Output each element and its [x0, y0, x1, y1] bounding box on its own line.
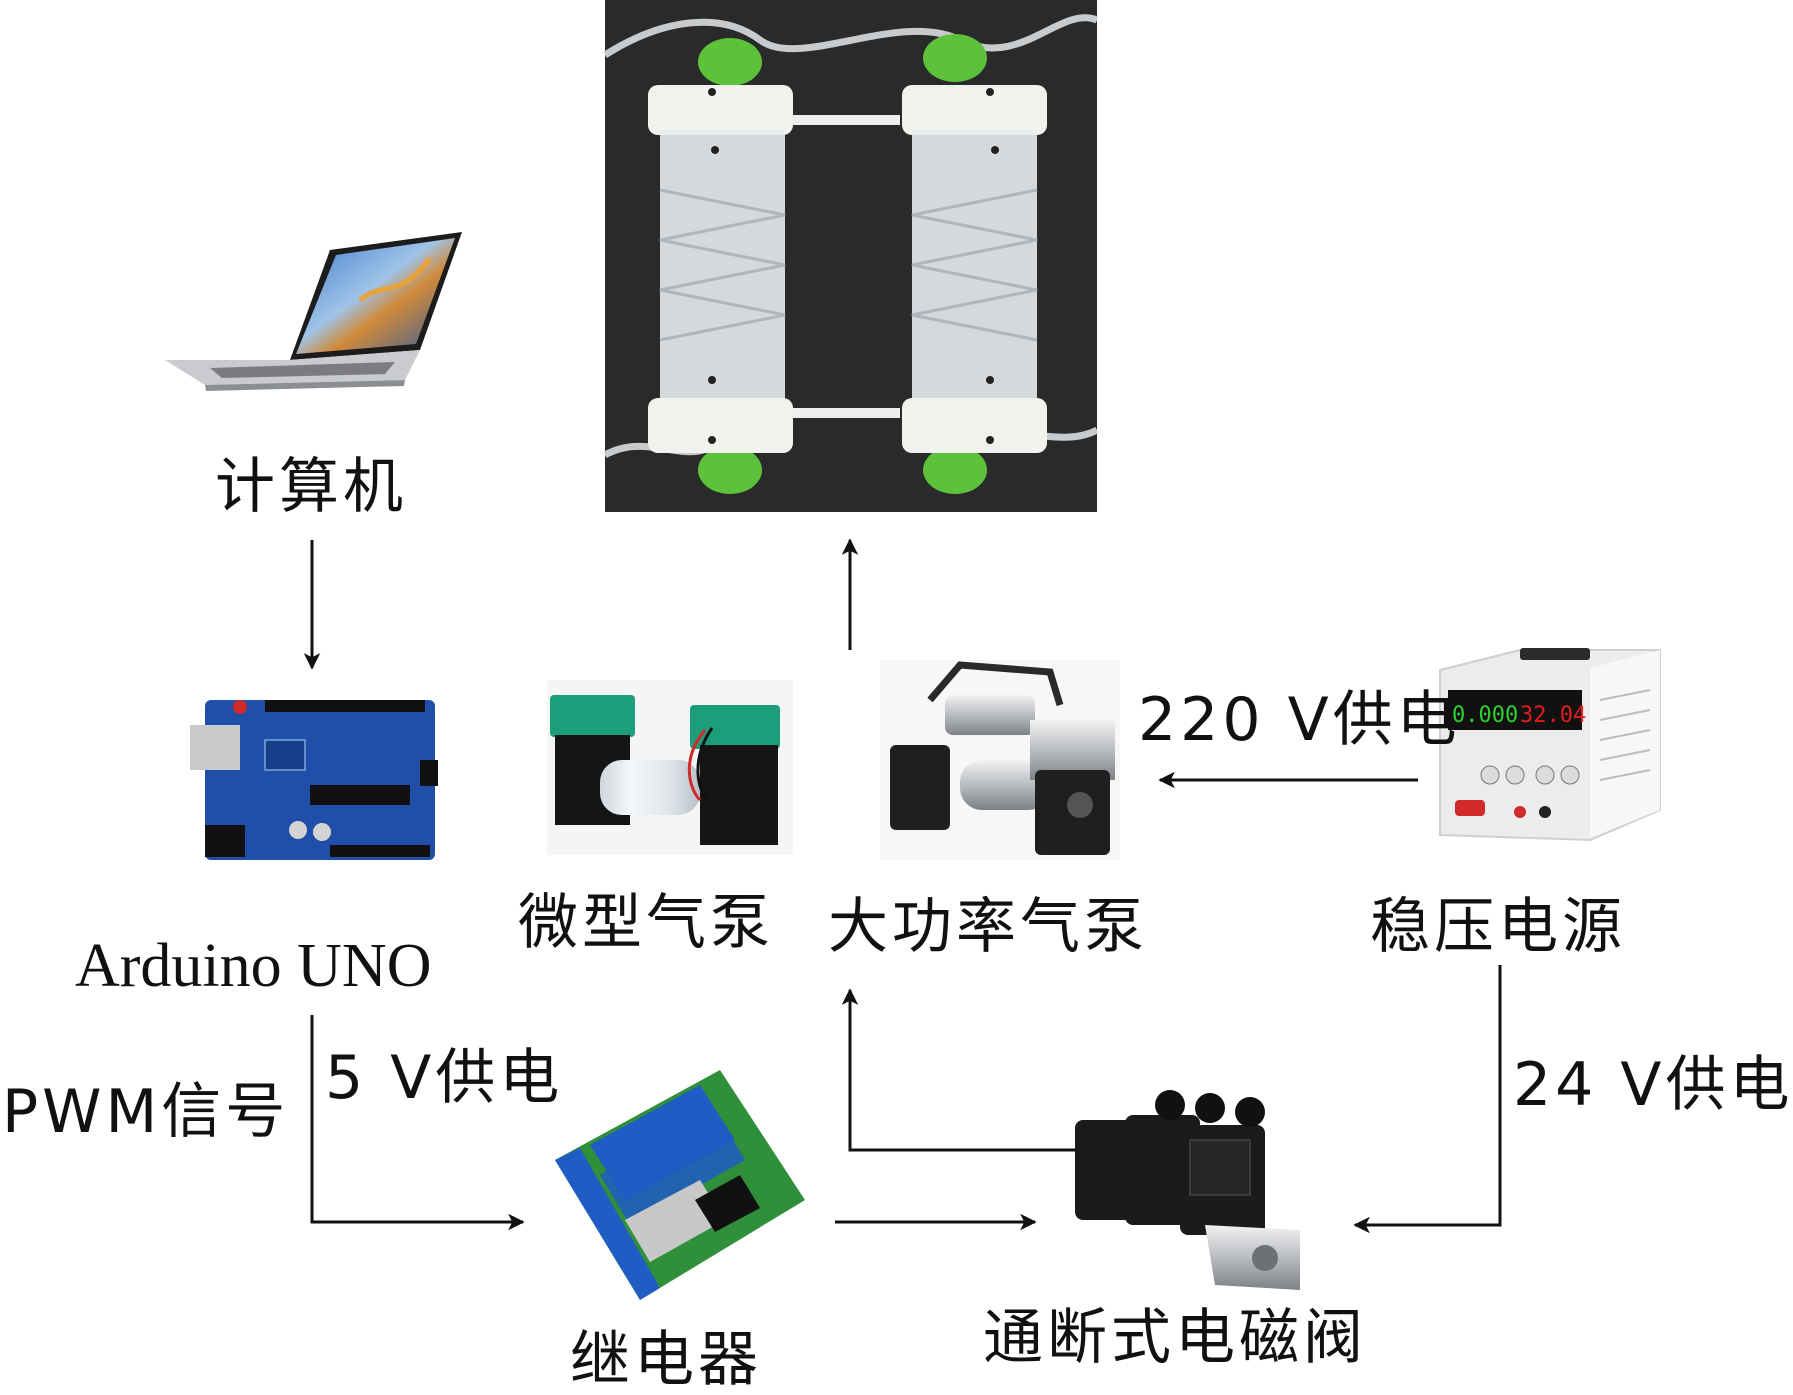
supply-5v-label: 5 V供电 [325, 1043, 564, 1113]
power-supply-photo [1439, 648, 1661, 842]
pwm-signal-label: PWM信号 [2, 1077, 290, 1147]
supply-220v-label: 220 V供电 [1138, 685, 1461, 755]
arduino-board-icon [190, 700, 438, 860]
micro-pump-label: 微型气泵 [518, 888, 774, 958]
solenoid-valve-photo [1075, 1090, 1300, 1290]
arduino-label: Arduino UNO [75, 932, 432, 1000]
micro-pump-photo [547, 680, 793, 855]
solenoid-valve-label: 通断式电磁阀 [983, 1303, 1367, 1373]
regulated-psu-label: 稳压电源 [1370, 892, 1626, 962]
arrow-valve-to-pump [841, 988, 1075, 1152]
laptop-icon [165, 232, 462, 391]
arrow-arduino-to-relay [310, 1015, 525, 1231]
psu-voltage-display: 32.04 [1520, 703, 1586, 728]
supply-24v-label: 24 V供电 [1513, 1050, 1793, 1120]
high-power-pump-photo [880, 660, 1120, 860]
relay-label: 继电器 [570, 1325, 762, 1395]
computer-label: 计算机 [215, 452, 407, 522]
soft-actuator-photo [603, 0, 1099, 512]
relay-board-photo [555, 1070, 805, 1300]
arrow-psu-to-valve [1353, 965, 1502, 1234]
psu-current-display: 0.000 [1452, 703, 1518, 728]
high-power-pump-label: 大功率气泵 [828, 892, 1148, 962]
